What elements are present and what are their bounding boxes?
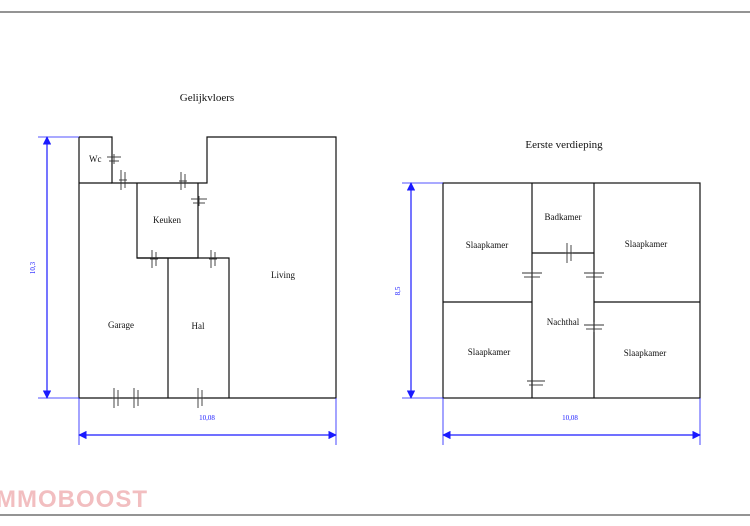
first-floor-height-label: 8,5	[394, 286, 402, 295]
room-label-wc: Wc	[89, 154, 102, 164]
first-floor-plan: Eerste verdieping Slaapkamer Badkamer Sl…	[394, 139, 701, 445]
room-label-nachthal: Nachthal	[547, 317, 580, 327]
first-floor-title: Eerste verdieping	[525, 139, 603, 151]
room-label-badkamer: Badkamer	[545, 212, 582, 222]
room-label-slaapkamer-bottom-right: Slaapkamer	[624, 348, 666, 358]
room-label-keuken: Keuken	[153, 215, 181, 225]
first-floor-outline	[442, 182, 701, 399]
room-label-garage: Garage	[108, 320, 134, 330]
room-label-slaapkamer-top-left: Slaapkamer	[466, 240, 508, 250]
ground-floor-outline	[78, 136, 337, 399]
hal-walls	[137, 257, 230, 398]
ground-floor-width-label: 10,08	[199, 414, 215, 422]
ground-floor-title: Gelijkvloers	[180, 92, 234, 104]
immoboost-watermark-logo: MMOBOOST	[0, 486, 148, 513]
room-label-living: Living	[271, 270, 295, 280]
ground-floor-doors	[107, 154, 217, 408]
room-label-hal: Hal	[192, 321, 205, 331]
ground-floor-plan: Gelijkvloers Wc Keuken Garage Hal Living	[29, 92, 337, 445]
room-label-slaapkamer-bottom-left: Slaapkamer	[468, 347, 510, 357]
ground-floor-height-label: 10,3	[29, 261, 37, 274]
first-floor-doors	[522, 243, 604, 386]
room-label-slaapkamer-top-right: Slaapkamer	[625, 239, 667, 249]
first-floor-width-label: 10,08	[562, 414, 578, 422]
